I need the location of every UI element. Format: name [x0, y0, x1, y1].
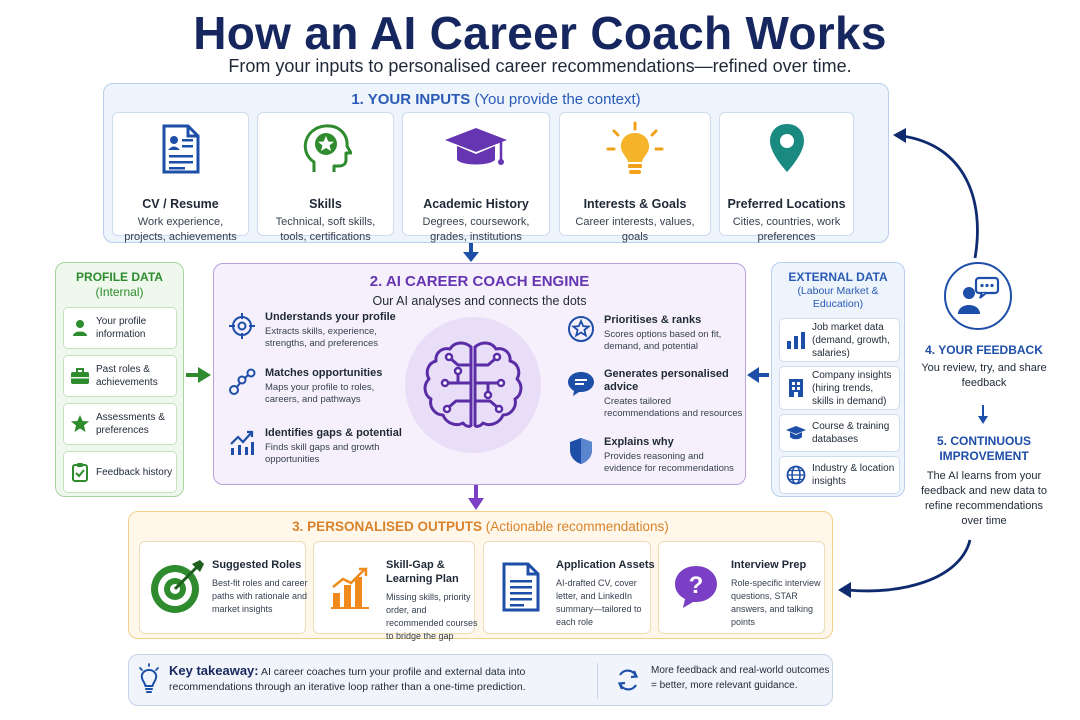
person-chat-icon — [944, 262, 1012, 330]
profile-item-label: Past roles & achievements — [96, 364, 158, 388]
briefcase-icon — [64, 367, 96, 385]
external-data-panel: EXTERNAL DATA (Labour Market & Education… — [771, 262, 905, 497]
profile-data-title: PROFILE DATA (Internal) — [76, 270, 163, 299]
clipboard-check-icon — [64, 462, 96, 482]
engine-title: 2. AI CAREER COACH ENGINE — [369, 273, 590, 290]
outputs-panel: 3. PERSONALISED OUTPUTS (Actionable reco… — [128, 511, 833, 641]
refresh-loop-icon — [615, 667, 641, 698]
profile-item: Your profile information — [63, 307, 177, 349]
card-title: Interests & Goals — [583, 197, 687, 211]
card-desc: Degrees, coursework, grades, institution… — [422, 216, 530, 243]
input-card-locations: Preferred Locations Cities, countries, w… — [719, 112, 854, 243]
profile-data-panel: PROFILE DATA (Internal) Your profile inf… — [55, 262, 184, 497]
external-item-label: Industry & location insights — [812, 463, 895, 487]
engine-subtitle: Our AI analyses and connects the dots — [372, 294, 587, 308]
star-badge-icon — [566, 314, 596, 344]
input-card-interests: Interests & Goals Career interests, valu… — [559, 112, 711, 243]
profile-item-label: Assessments & preferences — [96, 412, 165, 436]
takeaway-text: Key takeaway: AI career coaches turn you… — [169, 663, 526, 693]
external-data-title: EXTERNAL DATA (Labour Market & Education… — [788, 270, 888, 310]
card-title: Preferred Locations — [727, 197, 846, 211]
card-desc: Technical, soft skills, tools, certifica… — [275, 216, 376, 243]
card-desc: Work experience, projects, achievements — [124, 216, 237, 243]
profile-item: Feedback history — [63, 451, 177, 493]
output-card-learning: Skill-Gap & Learning Plan Missing skills… — [313, 541, 478, 641]
output-card-interview: ? Interview Prep Role-specific interview… — [658, 541, 825, 634]
input-card-skills: Skills Technical, soft skills, tools, ce… — [257, 112, 394, 243]
globe-icon — [780, 465, 812, 485]
graduation-cap-icon — [780, 425, 812, 441]
svg-text:?: ? — [689, 572, 704, 599]
feedback-desc: You review, try, and share feedback — [921, 362, 1047, 389]
input-card-academic: Academic History Degrees, coursework, gr… — [402, 112, 550, 243]
arrow-improvement-to-outputs — [847, 539, 972, 593]
growth-chart-icon — [227, 427, 257, 457]
takeaway-side-text: More feedback and real-world outcomes = … — [651, 665, 830, 691]
external-item-label: Course & training databases — [812, 421, 890, 445]
external-item: Company insights (hiring trends, skills … — [779, 366, 900, 410]
card-title: Skills — [309, 197, 342, 211]
external-item-label: Company insights (hiring trends, skills … — [812, 369, 892, 407]
external-item: Course & training databases — [779, 414, 900, 452]
map-pin-icon — [720, 121, 853, 177]
building-icon — [780, 378, 812, 398]
feedback-title: 4. YOUR FEEDBACK — [925, 343, 1043, 357]
inputs-title: 1. YOUR INPUTS (You provide the context) — [351, 91, 641, 108]
card-title: CV / Resume — [142, 197, 219, 211]
question-bubble-icon: ? — [667, 558, 725, 616]
lightbulb-icon — [560, 121, 710, 177]
chat-bubble-icon — [566, 368, 596, 398]
target-arrow-icon — [148, 558, 206, 616]
document-icon — [113, 121, 248, 177]
card-title: Academic History — [423, 197, 529, 211]
outputs-title: 3. PERSONALISED OUTPUTS (Actionable reco… — [292, 519, 669, 534]
profile-item: Past roles & achievements — [63, 355, 177, 397]
external-item: Industry & location insights — [779, 456, 900, 494]
network-nodes-icon — [227, 367, 257, 397]
profile-item: Assessments & preferences — [63, 403, 177, 445]
bar-chart-icon — [780, 331, 812, 349]
output-card-roles: Suggested Roles Best-fit roles and caree… — [139, 541, 308, 634]
takeaway-divider — [597, 663, 598, 699]
engine-panel: 2. AI CAREER COACH ENGINE Our AI analyse… — [213, 263, 746, 485]
target-crosshair-icon — [227, 311, 257, 341]
person-icon — [64, 319, 96, 337]
lightbulb-icon — [137, 663, 161, 700]
external-item: Job market data (demand, growth, salarie… — [779, 318, 900, 362]
takeaway-panel: Key takeaway: AI career coaches turn you… — [128, 654, 833, 706]
graduation-cap-icon — [403, 121, 549, 177]
star-icon — [64, 414, 96, 434]
card-desc: Career interests, values, goals — [575, 216, 695, 243]
page-subtitle: From your inputs to personalised career … — [228, 56, 852, 76]
growth-bars-icon — [322, 558, 380, 616]
head-star-icon — [258, 121, 393, 177]
external-item-label: Job market data (demand, growth, salarie… — [812, 321, 890, 359]
shield-icon — [566, 436, 596, 466]
page-title: How an AI Career Coach Works — [193, 7, 887, 59]
input-card-cv: CV / Resume Work experience, projects, a… — [112, 112, 249, 243]
card-desc: Cities, countries, work preferences — [732, 216, 841, 243]
inputs-panel: 1. YOUR INPUTS (You provide the context)… — [103, 83, 889, 243]
output-card-assets: Application Assets AI-drafted CV, cover … — [483, 541, 655, 634]
profile-item-label: Your profile information — [96, 316, 147, 340]
brain-circuit-icon — [405, 317, 541, 453]
improvement-desc: The AI learns from your feedback and new… — [921, 470, 1047, 527]
document-icon — [492, 558, 550, 616]
arrow-feedback-to-inputs — [901, 134, 979, 259]
improvement-title: 5. CONTINUOUS IMPROVEMENT — [936, 434, 1031, 463]
profile-item-label: Feedback history — [96, 466, 173, 478]
